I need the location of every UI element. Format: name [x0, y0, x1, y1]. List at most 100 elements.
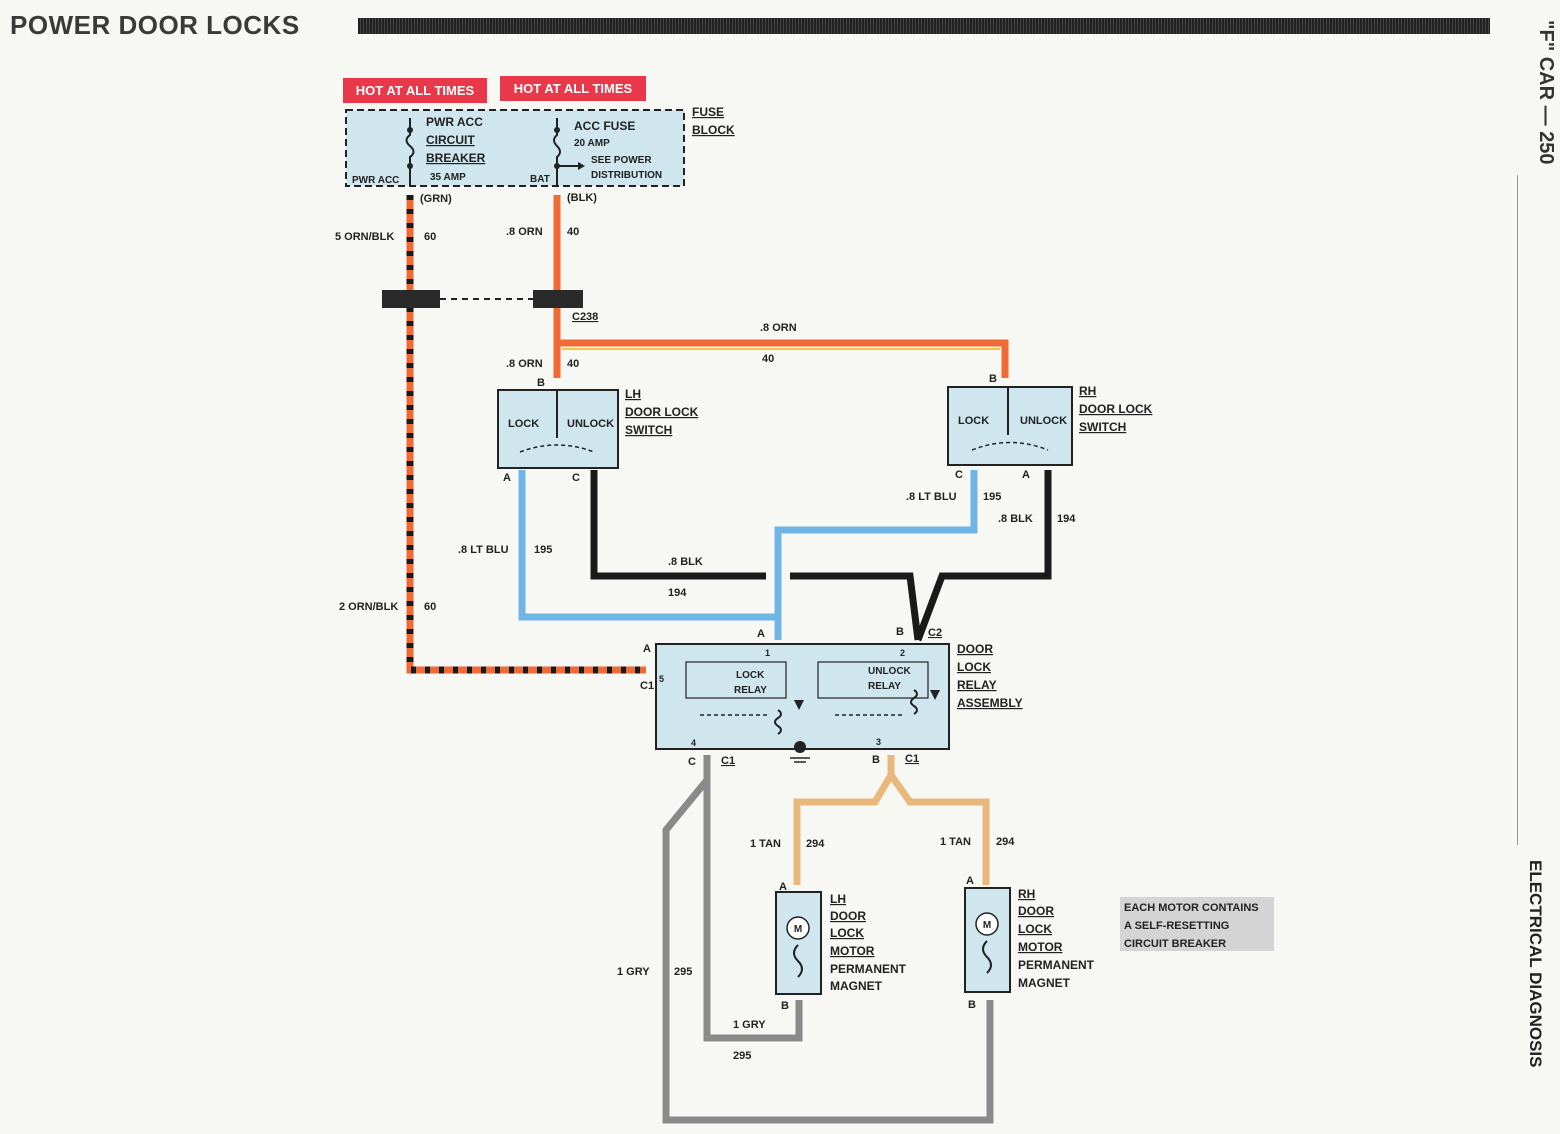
- relay-connector-c1-left: C1: [640, 680, 654, 692]
- lh-motor-name-6: MAGNET: [830, 979, 883, 993]
- fuse-see-2: DISTRIBUTION: [591, 170, 662, 181]
- hot-text-left: HOT AT ALL TIMES: [356, 83, 475, 98]
- circuit-195-right: 195: [983, 491, 1001, 503]
- note-line-3: CIRCUIT BREAKER: [1124, 938, 1226, 950]
- lock-relay-coil: [774, 709, 782, 735]
- circuit-40-a: 40: [567, 226, 579, 238]
- relay-name-2: LOCK: [957, 660, 991, 674]
- unlock-relay-label-2: RELAY: [868, 681, 901, 692]
- rh-pin-a: A: [1022, 469, 1030, 481]
- lh-pin-a: A: [503, 472, 511, 484]
- lh-pin-c: C: [572, 472, 580, 484]
- relay-connector-c1-bottom-left: C1: [721, 755, 735, 767]
- wire-label-orn-8b: .8 ORN: [506, 358, 543, 370]
- circuit-60-top: 60: [424, 231, 436, 243]
- fuse-block-name-1: FUSE: [692, 105, 724, 119]
- lh-motor-icon: [786, 916, 810, 940]
- section-name: ELECTRICAL DIAGNOSIS: [1526, 860, 1545, 1068]
- rh-unlock-label: UNLOCK: [1020, 415, 1067, 427]
- relay-pin-a-top: A: [757, 628, 765, 640]
- connector-c238: [533, 290, 583, 308]
- relay-name-1: DOOR: [957, 642, 993, 656]
- wire-label-ltblu-right: .8 LT BLU: [906, 491, 957, 503]
- fuse-amp: 20 AMP: [574, 138, 610, 149]
- lh-switch-name-2: DOOR LOCK: [625, 405, 699, 419]
- circuit-60-bottom: 60: [424, 601, 436, 613]
- wire-label-ltblu-left: .8 LT BLU: [458, 544, 509, 556]
- circuit-295-bottom: 295: [733, 1050, 751, 1062]
- rh-pin-c: C: [955, 469, 963, 481]
- relay-pin-a-left: A: [643, 643, 651, 655]
- rh-motor-pin-b: B: [968, 999, 976, 1011]
- circuit-194-right: 194: [1057, 513, 1076, 525]
- lock-relay-label-1: LOCK: [736, 670, 765, 681]
- circuit-294-right: 294: [996, 836, 1015, 848]
- breaker-label-2: CIRCUIT: [426, 133, 475, 147]
- wire-label-tan-left: 1 TAN: [750, 838, 781, 850]
- header-rule: [358, 18, 1490, 34]
- relay-pin-3: 3: [876, 737, 881, 747]
- note-line-1: EACH MOTOR CONTAINS: [1124, 902, 1259, 914]
- lock-relay-label-2: RELAY: [734, 685, 767, 696]
- relay-connector-c2: C2: [928, 627, 942, 639]
- relay-pin-c-bottom: C: [688, 756, 696, 768]
- lh-pin-b: B: [537, 377, 545, 389]
- wire-orn-blk: [406, 195, 646, 674]
- lh-switch-name-3: SWITCH: [625, 423, 672, 437]
- lh-motor-pin-a: A: [779, 881, 787, 893]
- fuse-see-1: SEE POWER: [591, 155, 652, 166]
- lh-motor-name-1: LH: [830, 892, 846, 906]
- relay-pin-5: 5: [659, 674, 664, 684]
- relay-name-4: ASSEMBLY: [957, 696, 1023, 710]
- lh-door-lock-motor: [775, 891, 822, 995]
- section-tab: "F" CAR — 250: [1535, 20, 1557, 165]
- rh-motor-pin-a: A: [966, 875, 974, 887]
- breaker-label-1: PWR ACC: [426, 115, 483, 129]
- lh-unlock-label: UNLOCK: [567, 418, 614, 430]
- wire-label-gry-bottom: 1 GRY: [733, 1019, 766, 1031]
- lh-motor-m: M: [794, 924, 802, 935]
- fuse-block: [345, 109, 685, 187]
- rh-motor-m: M: [983, 920, 991, 931]
- rh-motor-name-2: DOOR: [1018, 904, 1054, 918]
- wire-gry: [662, 755, 994, 1124]
- fuse-symbol: [553, 118, 561, 186]
- wire-label-orn-blk-5: 5 ORN/BLK: [335, 231, 394, 243]
- hot-label-right: [500, 76, 646, 101]
- side-divider: [1517, 175, 1518, 845]
- grn-label: (GRN): [420, 193, 452, 205]
- wire-label-tan-right: 1 TAN: [940, 836, 971, 848]
- relay-pin-4: 4: [691, 738, 696, 748]
- rh-motor-name-3: LOCK: [1018, 922, 1052, 936]
- relay-pin-2: 2: [900, 648, 905, 658]
- relay-pin-b-bottom: B: [872, 754, 880, 766]
- fuse-terminal: BAT: [530, 174, 550, 185]
- circuit-295-left: 295: [674, 966, 692, 978]
- wire-label-blk-mid: .8 BLK: [668, 556, 703, 568]
- wire-lt-blu: [518, 470, 978, 640]
- rh-pin-b: B: [989, 373, 997, 385]
- lh-motor-name-4: MOTOR: [830, 944, 875, 958]
- lh-motor-name-2: DOOR: [830, 909, 866, 923]
- wire-label-blk-right: .8 BLK: [998, 513, 1033, 525]
- circuit-194-mid: 194: [668, 587, 687, 599]
- hot-text-right: HOT AT ALL TIMES: [514, 81, 633, 96]
- circuit-195-left: 195: [534, 544, 552, 556]
- fuse-block-name-2: BLOCK: [692, 123, 735, 137]
- circuit-40-top: 40: [762, 353, 774, 365]
- blk-label: (BLK): [567, 192, 597, 204]
- circuit-294-left: 294: [806, 838, 825, 850]
- rh-motor-name-1: RH: [1018, 887, 1035, 901]
- rh-door-lock-switch: [947, 386, 1073, 466]
- rh-switch-name-2: DOOR LOCK: [1079, 402, 1153, 416]
- rh-door-lock-motor: [964, 887, 1011, 993]
- wire-label-orn-8a: .8 ORN: [506, 226, 543, 238]
- relay-pin-b-top: B: [896, 626, 904, 638]
- lh-switch-name-1: LH: [625, 387, 641, 401]
- ground-point: [794, 741, 806, 753]
- note-line-2: A SELF-RESETTING: [1124, 920, 1229, 932]
- lh-motor-name-3: LOCK: [830, 926, 864, 940]
- breaker-symbol: [405, 118, 415, 186]
- lh-motor-name-5: PERMANENT: [830, 962, 907, 976]
